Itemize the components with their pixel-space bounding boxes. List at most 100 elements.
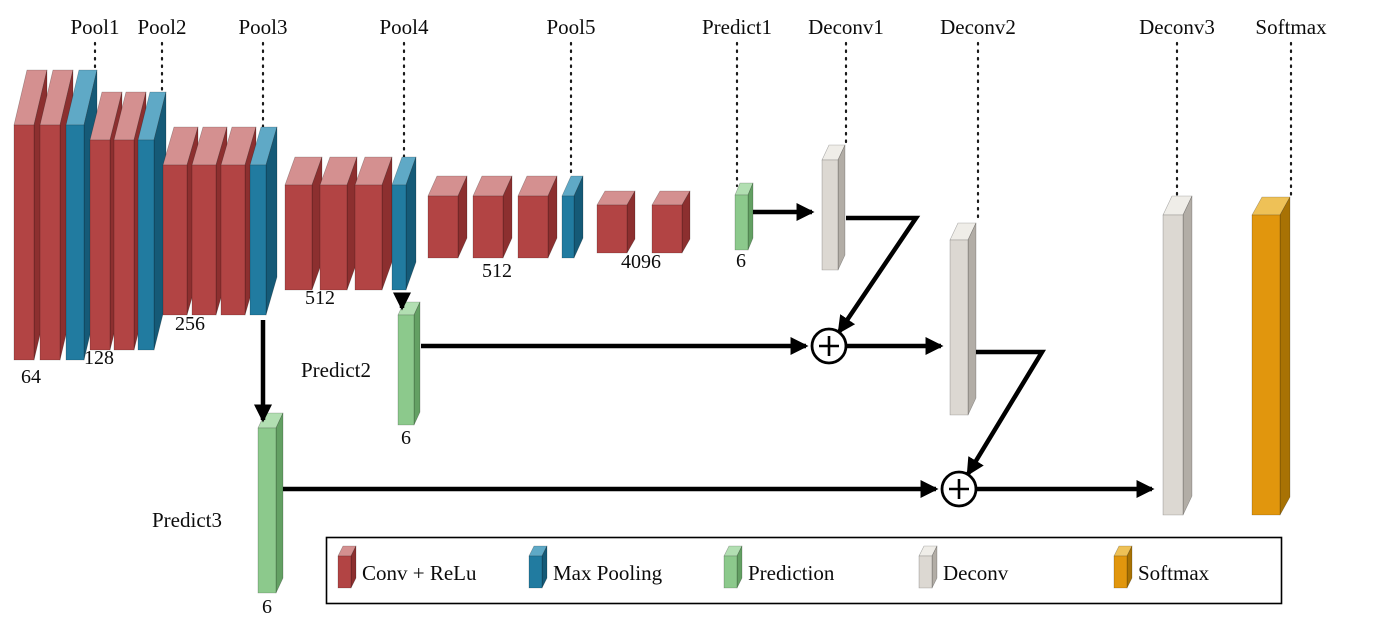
block-front-face bbox=[137, 139, 155, 351]
block-front-face bbox=[517, 195, 549, 259]
block-front-face bbox=[734, 194, 749, 251]
block-front-face bbox=[1162, 214, 1184, 516]
conv4-block-1 bbox=[284, 156, 323, 291]
legend-swatch-pool bbox=[528, 545, 548, 589]
legend-swatch-prediction bbox=[723, 545, 743, 589]
legend-swatch-conv bbox=[337, 545, 357, 589]
label-pool4: Pool4 bbox=[379, 15, 429, 39]
predict1-block bbox=[734, 182, 754, 251]
legend-label-deconv: Deconv bbox=[943, 561, 1009, 585]
size-conv5: 512 bbox=[482, 260, 512, 282]
conv5-block-2 bbox=[472, 175, 513, 259]
sum-node-1 bbox=[810, 327, 848, 365]
block-front-face bbox=[249, 164, 267, 316]
pool3-block bbox=[249, 126, 278, 316]
pool4-block bbox=[391, 156, 417, 291]
fc-block-1 bbox=[596, 190, 636, 254]
block-front-face bbox=[391, 184, 407, 291]
label-predict2: Predict2 bbox=[301, 358, 371, 382]
size-labels: 64 128 256 512 512 4096 6 6 6 bbox=[21, 250, 746, 618]
block-front-face bbox=[472, 195, 504, 259]
size-conv2: 128 bbox=[84, 347, 114, 369]
pool5-block bbox=[561, 175, 584, 259]
block-front-face bbox=[89, 139, 111, 351]
block-name-labels: Predict2 Predict3 bbox=[152, 358, 371, 532]
network-blocks bbox=[13, 69, 1291, 594]
block-front-face bbox=[1113, 555, 1128, 589]
legend-label-conv: Conv + ReLu bbox=[362, 561, 477, 585]
label-pool5: Pool5 bbox=[546, 15, 595, 39]
legend-label-pool: Max Pooling bbox=[553, 561, 663, 585]
softmax-block bbox=[1251, 196, 1291, 516]
fc-block-2 bbox=[651, 190, 691, 254]
label-pool1: Pool1 bbox=[70, 15, 119, 39]
legend: Conv + ReLu Max Pooling Prediction Decon… bbox=[325, 536, 1283, 605]
block-front-face bbox=[319, 184, 348, 291]
block-side-face bbox=[967, 222, 977, 416]
block-front-face bbox=[651, 204, 683, 254]
conv5-block-1 bbox=[427, 175, 468, 259]
block-front-face bbox=[528, 555, 543, 589]
label-pool3: Pool3 bbox=[238, 15, 287, 39]
legend-swatch-softmax bbox=[1113, 545, 1133, 589]
label-deconv2: Deconv2 bbox=[940, 15, 1016, 39]
block-front-face bbox=[39, 124, 61, 361]
block-side-face bbox=[747, 182, 754, 251]
block-front-face bbox=[949, 239, 969, 416]
predict2-block bbox=[397, 301, 421, 426]
legend-swatch-deconv bbox=[918, 545, 938, 589]
label-softmax: Softmax bbox=[1255, 15, 1327, 39]
block-front-face bbox=[191, 164, 217, 316]
sum-node-2 bbox=[940, 470, 978, 508]
conv3-block-2 bbox=[191, 126, 228, 316]
size-conv1: 64 bbox=[21, 366, 41, 388]
size-fc: 4096 bbox=[621, 251, 661, 273]
top-labels: Pool1 Pool2 Pool3 Pool4 Pool5 Predict1 D… bbox=[70, 15, 1327, 39]
flow-arrows bbox=[254, 203, 1155, 498]
label-predict1: Predict1 bbox=[702, 15, 772, 39]
conv5-block-3 bbox=[517, 175, 558, 259]
deconv2-block bbox=[949, 222, 977, 416]
block-front-face bbox=[113, 139, 135, 351]
size-predict3: 6 bbox=[262, 596, 272, 618]
label-predict3: Predict3 bbox=[152, 508, 222, 532]
label-deconv3: Deconv3 bbox=[1139, 15, 1215, 39]
label-pool2: Pool2 bbox=[137, 15, 186, 39]
dotted-leader-lines bbox=[93, 41, 1293, 225]
block-front-face bbox=[65, 124, 85, 361]
block-front-face bbox=[397, 314, 415, 426]
block-front-face bbox=[561, 195, 575, 259]
block-front-face bbox=[723, 555, 738, 589]
block-front-face bbox=[13, 124, 35, 361]
size-conv4: 512 bbox=[305, 287, 335, 309]
conv4-block-3 bbox=[354, 156, 393, 291]
size-predict2: 6 bbox=[401, 427, 411, 449]
deconv1-block bbox=[821, 144, 846, 271]
block-front-face bbox=[1251, 214, 1281, 516]
size-predict1: 6 bbox=[736, 250, 746, 272]
block-side-face bbox=[837, 144, 846, 271]
arrow-deconv1-to-sum1 bbox=[837, 215, 921, 335]
block-front-face bbox=[337, 555, 352, 589]
block-side-face bbox=[1279, 196, 1291, 516]
block-front-face bbox=[821, 159, 839, 271]
block-front-face bbox=[918, 555, 933, 589]
block-front-face bbox=[427, 195, 459, 259]
block-side-face bbox=[275, 412, 284, 594]
deconv3-block bbox=[1162, 195, 1193, 516]
block-front-face bbox=[284, 184, 313, 291]
arrow-deconv2-to-sum2 bbox=[966, 349, 1046, 477]
block-side-face bbox=[1182, 195, 1193, 516]
legend-label-softmax: Softmax bbox=[1138, 561, 1210, 585]
label-deconv1: Deconv1 bbox=[808, 15, 884, 39]
pool2-block bbox=[137, 91, 167, 351]
block-front-face bbox=[257, 427, 277, 594]
predict3-block bbox=[257, 412, 284, 594]
legend-label-prediction: Prediction bbox=[748, 561, 835, 585]
conv4-block-2 bbox=[319, 156, 358, 291]
size-conv3: 256 bbox=[175, 313, 205, 335]
block-front-face bbox=[354, 184, 383, 291]
block-side-face bbox=[413, 301, 421, 426]
